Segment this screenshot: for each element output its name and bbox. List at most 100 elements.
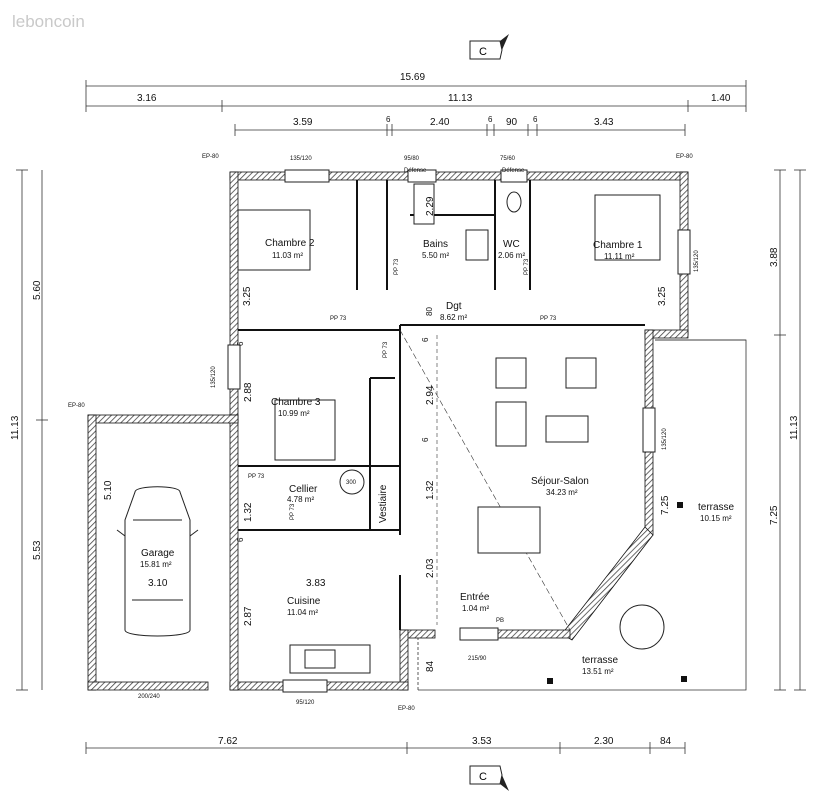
- kitchen-counter: [289, 469, 371, 674]
- room-wc-area: 2.06 m²: [498, 251, 525, 260]
- dining-table-icon: [477, 506, 541, 554]
- room-sejour-name: Séjour-Salon: [531, 476, 589, 487]
- opening-label: 75/60: [500, 156, 516, 162]
- dim-top2-g: 3.43: [594, 117, 614, 128]
- dim-int-7: 2.94: [425, 385, 436, 405]
- dim-bottom-b: 3.53: [472, 736, 492, 747]
- dim-int-9: 1.32: [243, 502, 254, 522]
- window-icon: [227, 344, 241, 390]
- room-garage-name: Garage: [141, 548, 175, 559]
- dim-right-total: 11.13: [789, 415, 800, 440]
- dim-int-2: 2.29: [425, 196, 436, 216]
- opening-label: 135/120: [694, 250, 700, 272]
- bed-icon: [594, 194, 661, 261]
- ep-label: EP-80: [68, 403, 85, 409]
- dim-bottom-c: 2.30: [594, 736, 614, 747]
- dim-top2-d: 6: [488, 115, 493, 124]
- room-terrasse-1-area: 10.15 m²: [700, 514, 732, 523]
- dim-int-17: 7.25: [660, 495, 671, 515]
- door-label: PP 73: [540, 316, 557, 322]
- windows: [227, 169, 691, 693]
- garage-car: [116, 486, 199, 637]
- window-icon: [282, 679, 328, 693]
- bathtub-icon: [413, 183, 435, 225]
- compass-top-letter: C: [479, 46, 487, 58]
- room-cuisine-name: Cuisine: [287, 596, 321, 607]
- room-chambre-1-name: Chambre 1: [593, 240, 643, 251]
- ep-label: EP-80: [676, 154, 693, 160]
- dim-bottom-d: 84: [660, 736, 672, 747]
- opening-label: 135/120: [290, 156, 312, 162]
- terrace-outline: [417, 339, 747, 691]
- dim-int-18: 84: [425, 660, 436, 672]
- dimension-lines: [16, 80, 806, 754]
- window-icon: [677, 229, 691, 275]
- opening-label: 135/120: [211, 366, 217, 388]
- window-icon: [642, 407, 656, 453]
- room-terrasse-1-name: terrasse: [698, 502, 735, 513]
- bath-fixtures: [413, 183, 522, 261]
- beds: [237, 194, 661, 461]
- dim-int-13: 3.10: [148, 578, 168, 589]
- coffee-table-icon: [545, 415, 589, 443]
- dim-top2-e: 90: [506, 117, 518, 128]
- dim-right-top: 3.88: [769, 247, 780, 267]
- dim-int-8: 6: [421, 337, 430, 342]
- dim-left-top: 5.60: [32, 280, 43, 300]
- ep-label: EP-80: [398, 706, 415, 712]
- door-label: PP 73: [248, 474, 265, 480]
- door-icon: [459, 627, 499, 641]
- opening-label: 215/90: [468, 656, 487, 662]
- dim-top-right: 1.40: [711, 93, 731, 104]
- dim-left-total: 11.13: [10, 415, 21, 440]
- room-cellier-area: 4.78 m²: [287, 495, 314, 504]
- sink-icon: [304, 649, 336, 669]
- toilet-icon: [506, 191, 522, 213]
- room-bains-name: Bains: [423, 239, 448, 250]
- room-wc-name: WC: [503, 239, 520, 250]
- door-label: PP 73: [524, 258, 530, 275]
- defense-label: Défense: [404, 168, 427, 174]
- room-terrasse-2-name: terrasse: [582, 655, 619, 666]
- door-label: PP 73: [290, 503, 296, 520]
- opening-label: 95/80: [404, 156, 420, 162]
- bed-icon: [274, 399, 336, 461]
- dim-int-11: 6: [236, 537, 245, 542]
- room-dgt-name: Dgt: [446, 301, 462, 312]
- room-vestiaire-name: Vestiaire: [378, 484, 389, 523]
- door-label: PP 73: [330, 316, 347, 322]
- dim-top2-a: 3.59: [293, 117, 313, 128]
- room-cuisine-area: 11.04 m²: [287, 608, 318, 617]
- room-entree-area: 1.04 m²: [462, 604, 489, 613]
- dim-int-5: 6: [236, 341, 245, 346]
- room-cellier-name: Cellier: [289, 484, 318, 495]
- round-table-icon: [619, 604, 665, 650]
- dim-int-15: 2.03: [425, 558, 436, 578]
- window-icon: [284, 169, 330, 183]
- ep-label: EP-80: [202, 154, 219, 160]
- dim-int-6: 2.88: [243, 382, 254, 402]
- room-chambre-1-area: 11.11 m²: [604, 252, 635, 261]
- dim-top2-f: 6: [533, 115, 538, 124]
- window-icon: [500, 169, 528, 183]
- dim-int-4: 80: [425, 307, 434, 316]
- dim-int-1: 3.25: [242, 286, 253, 306]
- room-chambre-3-name: Chambre 3: [271, 397, 321, 408]
- room-terrasse-2-area: 13.51 m²: [582, 667, 614, 676]
- dim-right-bottom: 7.25: [769, 505, 780, 525]
- dim-int-10: 1.32: [425, 480, 436, 500]
- room-chambre-2-area: 11.03 m²: [272, 251, 303, 260]
- opening-label: 135/120: [662, 428, 668, 450]
- compass-bottom: C: [469, 765, 509, 791]
- dim-bottom-a: 7.62: [218, 736, 238, 747]
- post-marker: [547, 678, 553, 684]
- room-chambre-3-area: 10.99 m²: [278, 409, 310, 418]
- room-bains-area: 5.50 m²: [422, 251, 449, 260]
- room-chambre-2-name: Chambre 2: [265, 238, 315, 249]
- opening-label: 200/240: [138, 694, 160, 700]
- room-sejour-area: 34.23 m²: [546, 488, 578, 497]
- door-label: PP 73: [383, 341, 389, 358]
- guide-line: [399, 329, 571, 631]
- opening-label: 95/120: [296, 700, 315, 706]
